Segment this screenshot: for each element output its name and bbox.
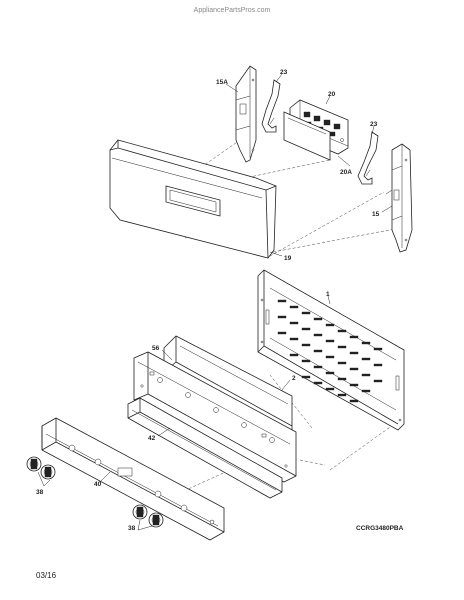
callout-40: 40: [94, 481, 102, 488]
callout-42: 42: [148, 435, 156, 442]
revision-date: 03/16: [36, 571, 57, 580]
callout-1: 1: [326, 291, 330, 298]
part-23-hook-left: [261, 79, 281, 133]
part-19-backguard-panel: [109, 139, 277, 259]
leader-lines: [37, 73, 393, 531]
callout-15: 15: [372, 211, 380, 218]
drawing-code: CCRG3480PBA: [356, 525, 404, 532]
part-38-knob-pair-right: [132, 504, 164, 528]
callout-23-right: 23: [370, 121, 378, 128]
callout-23-left: 23: [280, 69, 288, 76]
part-56-manifold-bracket: [133, 351, 297, 483]
watermark-text: AppliancePartsPros.com: [194, 7, 271, 14]
callout-2: 2: [292, 375, 296, 382]
rear-panel-louvres: [277, 299, 383, 403]
part-20-control-board: [283, 99, 349, 161]
part-38-knob-pair-left: [26, 456, 56, 480]
part-40-control-panel: [41, 417, 225, 541]
part-1-rear-panel: [257, 269, 405, 431]
callout-20a: 20A: [340, 169, 352, 176]
part-15-end-bracket: [385, 143, 413, 253]
part-15a-end-bracket: [235, 65, 257, 163]
callout-labels: 15A 23 20 23 20A 15 19 1 56 2 42 40 38 3…: [36, 69, 380, 532]
part-42-heat-shield: [127, 397, 283, 499]
callout-38-left: 38: [36, 489, 44, 496]
callout-15a: 15A: [216, 79, 228, 86]
callout-38-right: 38: [128, 525, 136, 532]
callout-19: 19: [284, 255, 292, 262]
callout-20: 20: [328, 91, 336, 98]
callout-56: 56: [152, 345, 160, 352]
part-23-hook-right: [357, 131, 379, 185]
